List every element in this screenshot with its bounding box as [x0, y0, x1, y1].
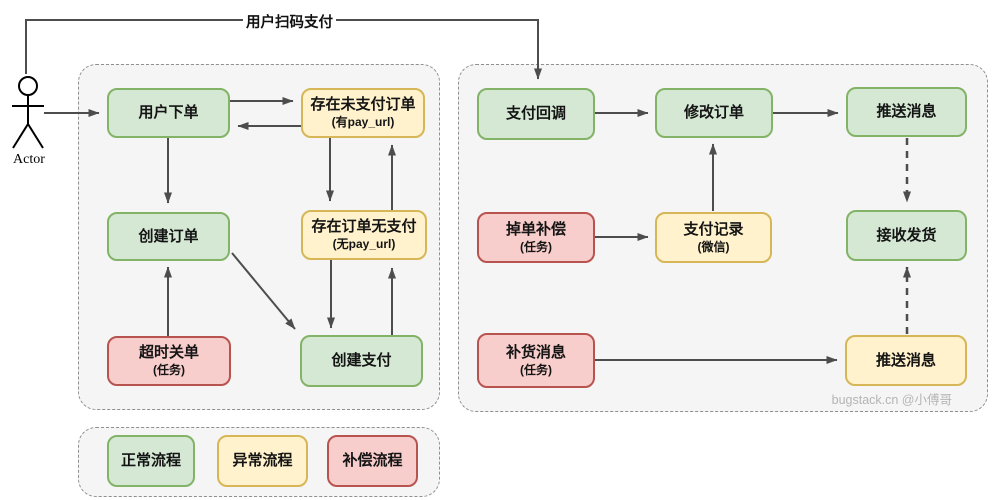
- node-label: 掉单补偿: [505, 220, 566, 238]
- node-create-pay: 创建支付: [300, 335, 423, 387]
- node-label: 推送消息: [876, 103, 937, 120]
- node-modify-order: 修改订单: [655, 88, 773, 138]
- legend-normal-flow: 正常流程: [107, 435, 195, 487]
- node-label: 存在订单无支付: [311, 218, 417, 236]
- node-unpaid-order: 存在未支付订单 (有pay_url): [301, 88, 425, 138]
- node-receive-ship: 接收发货: [846, 210, 967, 261]
- node-drop-order-compensation: 掉单补偿 (任务): [477, 212, 595, 263]
- node-restock-message: 补货消息 (任务): [477, 333, 595, 388]
- node-create-order: 创建订单: [107, 212, 230, 261]
- node-label: 支付记录: [683, 220, 744, 238]
- node-pay-record: 支付记录 (微信): [655, 212, 772, 263]
- node-label: 支付回调: [505, 105, 566, 122]
- actor-label: Actor: [13, 152, 45, 167]
- node-label: 用户下单: [138, 104, 199, 121]
- node-sublabel: (微信): [697, 239, 730, 254]
- actor-head: [18, 76, 38, 96]
- node-timeout-close: 超时关单 (任务): [107, 336, 231, 386]
- node-order-without-pay: 存在订单无支付 (无pay_url): [301, 210, 427, 260]
- node-label: 创建支付: [331, 352, 392, 369]
- node-user-order: 用户下单: [107, 88, 230, 138]
- node-label: 接收发货: [876, 226, 937, 244]
- node-label: 超时关单: [138, 344, 199, 362]
- node-sublabel: (有pay_url): [331, 115, 395, 130]
- node-sublabel: (任务): [520, 239, 552, 254]
- legend-label: 正常流程: [120, 452, 181, 469]
- node-label: 推送消息: [875, 351, 936, 369]
- node-push-message-top: 推送消息: [846, 87, 967, 137]
- node-label: 存在未支付订单: [310, 96, 416, 114]
- node-pay-callback: 支付回调: [477, 88, 595, 140]
- node-sublabel: (任务): [153, 363, 185, 378]
- node-sublabel: (无pay_url): [332, 237, 396, 252]
- legend-label: 异常流程: [232, 452, 293, 469]
- legend-compensation-flow: 补偿流程: [327, 435, 418, 487]
- connector-label: 用户扫码支付: [243, 11, 336, 32]
- legend-abnormal-flow: 异常流程: [217, 435, 308, 487]
- node-label: 修改订单: [683, 104, 744, 121]
- node-push-message-bottom: 推送消息: [845, 335, 967, 386]
- node-label: 补货消息: [505, 343, 566, 361]
- legend-label: 补偿流程: [342, 452, 403, 469]
- node-label: 创建订单: [138, 227, 199, 245]
- node-sublabel: (任务): [520, 362, 552, 377]
- actor-figure: [12, 76, 44, 149]
- watermark: bugstack.cn @小傅哥: [831, 393, 952, 407]
